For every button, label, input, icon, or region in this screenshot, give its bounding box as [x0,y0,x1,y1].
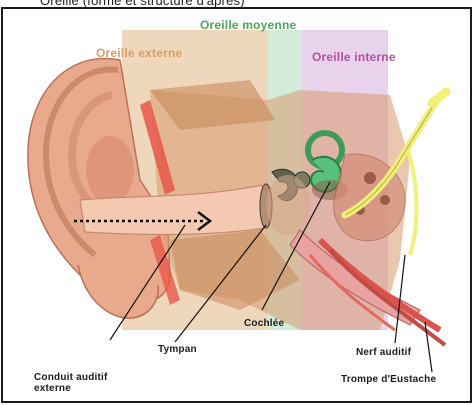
tympanic-cavity [266,175,310,235]
region-label-inner-ear: Oreille interne [312,50,396,64]
label-cochlea: Cochlée [244,318,284,329]
label-eardrum: Tympan [158,344,197,355]
region-label-middle-ear: Oreille moyenne [200,18,296,32]
leader-eustachian [425,322,432,372]
concha [86,136,134,204]
label-eustachian-tube: Trompe d'Eustache [341,374,436,385]
label-auditory-nerve: Nerf auditif [356,347,411,358]
region-label-outer-ear: Oreille externe [96,46,182,60]
label-ear-canal: Conduit auditif externe [34,372,144,394]
